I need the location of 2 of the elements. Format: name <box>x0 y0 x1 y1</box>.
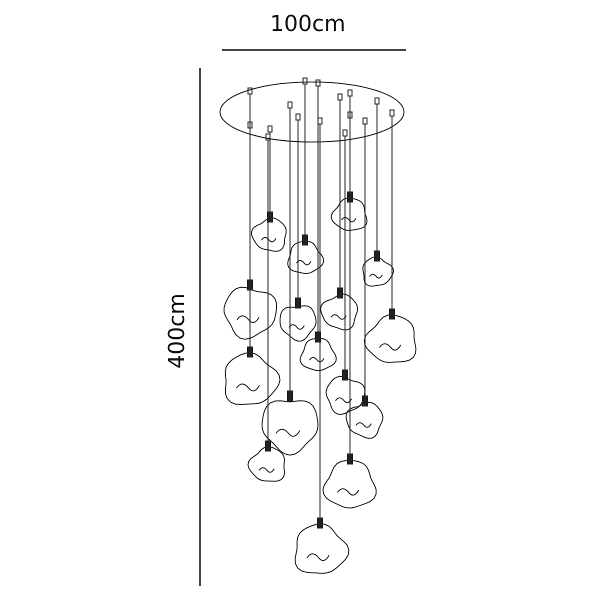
dimension-label: 400cm <box>166 293 189 369</box>
dimension-label: 100cm <box>270 14 346 36</box>
